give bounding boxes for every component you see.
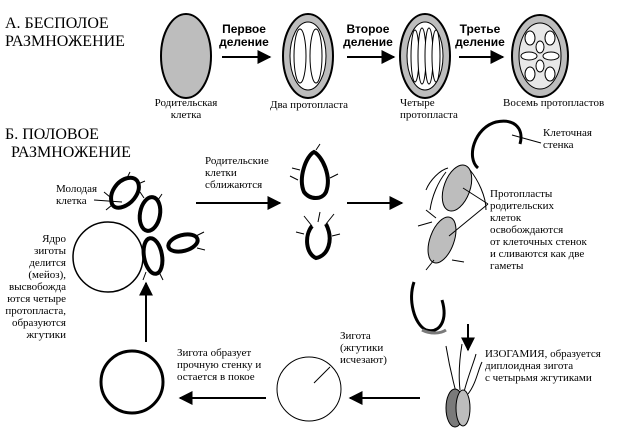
approach-label-line3: сближаются (205, 179, 263, 191)
two-protoplasts-label: Два протопласта (270, 99, 349, 111)
fusion-label-line6: и сливаются как две (490, 248, 585, 260)
meiosis-label-line9: жгутики (26, 329, 66, 341)
cell-wall-label-line2: стенка (543, 139, 574, 151)
young-cell-label-line2: клетка (56, 195, 87, 207)
sexual-heading-line1: Б. ПОЛОВОЕ (5, 126, 99, 143)
young-cell-label-line1: Молодая (56, 183, 98, 195)
fusing-protoplasts (410, 119, 523, 335)
fusion-label-line4: освобождаются (490, 224, 564, 236)
cell-wall-label-line1: Клеточная (543, 127, 592, 139)
resting-label-line2: прочную стенку и (177, 359, 262, 371)
four-protoplast-cell (399, 13, 451, 99)
resting-zygote (99, 349, 165, 415)
asexual-heading-line2: РАЗМНОЖЕНИЕ (5, 33, 125, 50)
zygote-label-line2: (жгутики (340, 342, 384, 354)
isogamy-label-line2: диплоидная зигота (485, 360, 574, 372)
first-division-line2: деление (219, 35, 269, 49)
isogamy-zygote (445, 343, 483, 428)
isogamy-label-line1: ИЗОГАМИЯ, образуется (485, 348, 601, 360)
young-cells (103, 171, 206, 281)
fusion-label-line7: гаметы (490, 260, 524, 272)
dividing-zygote (72, 221, 144, 293)
fusion-label-line2: родительских (490, 200, 554, 212)
meiosis-label-line2: зиготы (33, 245, 66, 257)
meiosis-label-line4: (мейоз), (28, 269, 66, 281)
eight-protoplast-cell (511, 14, 569, 98)
approach-label-line2: клетки (205, 167, 237, 179)
zygote-label-line1: Зигота (340, 330, 371, 342)
parent-cell (160, 13, 212, 99)
meiosis-label-line7: протопласта, (5, 305, 66, 317)
parent-cell-label-line2: клетка (170, 109, 202, 121)
approaching-parent-cells (289, 143, 341, 261)
asexual-heading-line1: А. БЕСПОЛОЕ (5, 15, 109, 32)
first-division-line1: Первое (222, 22, 266, 36)
two-protoplast-cell (282, 13, 334, 99)
resting-label-line3: остается в покое (177, 371, 255, 383)
leader-lines (93, 134, 542, 384)
four-protoplasts-label-line1: Четыре (400, 97, 435, 109)
fusion-label-line5: от клеточных стенок (490, 236, 587, 248)
four-protoplasts-label-line2: протопласта (400, 109, 458, 121)
third-division-line1: Третье (459, 22, 501, 36)
meiosis-label-line3: делится (29, 257, 66, 269)
approach-label-line1: Родительские (205, 155, 269, 167)
sexual-heading-line2: РАЗМНОЖЕНИЕ (11, 144, 131, 161)
second-division-line1: Второе (346, 22, 390, 36)
parent-cell-label-line1: Родительская (154, 97, 218, 109)
meiosis-label-line1: Ядро (42, 233, 66, 245)
isogamy-label-line3: с четырьмя жгутиками (485, 372, 592, 384)
second-division-line2: деление (343, 35, 393, 49)
fusion-label-line1: Протопласты (490, 188, 553, 200)
zygote-label-line3: исчезают) (340, 354, 387, 366)
third-division-line2: деление (455, 35, 505, 49)
resting-label-line1: Зигота образует (177, 347, 252, 359)
meiosis-label-line6: ются четыре (7, 293, 66, 305)
meiosis-label-line5: высвобожда (9, 281, 66, 293)
fusion-label-line3: клеток (490, 212, 522, 224)
eight-protoplasts-label: Восемь протопластов (503, 97, 605, 109)
meiosis-label-line8: образуются (11, 317, 66, 329)
zygote-no-flagella (276, 356, 342, 422)
